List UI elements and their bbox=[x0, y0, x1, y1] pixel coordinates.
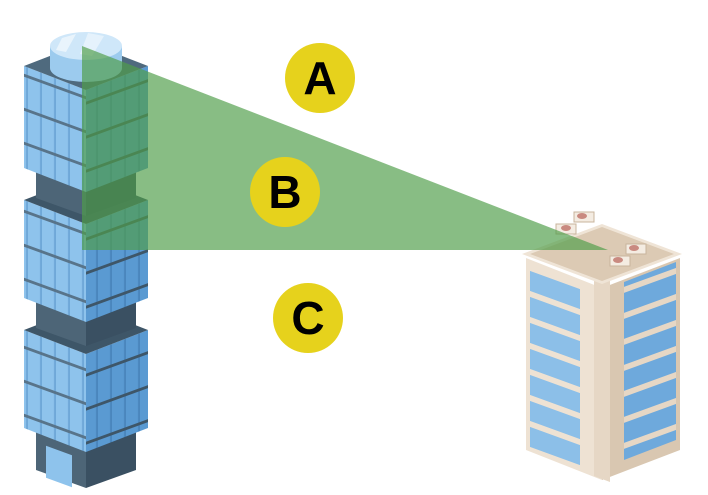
right-building-roof-vents bbox=[555, 211, 647, 267]
label-a-text: A bbox=[303, 52, 336, 104]
label-badge-b: B bbox=[250, 157, 320, 227]
label-badge-a-circle bbox=[285, 43, 355, 113]
label-badge-c-circle bbox=[273, 283, 343, 353]
line-of-sight-triangle bbox=[82, 46, 608, 250]
left-tower-upper-core-left bbox=[36, 168, 86, 216]
left-tower-lower-block-left bbox=[24, 330, 86, 452]
left-tower-middle-block-left bbox=[24, 200, 86, 322]
label-badge-b-circle bbox=[250, 157, 320, 227]
right-building-right-windows bbox=[624, 262, 676, 460]
left-tower-entrance bbox=[46, 445, 72, 488]
left-tower-lower-block-right bbox=[86, 330, 148, 452]
right-building bbox=[522, 211, 682, 482]
label-badge-c: C bbox=[273, 283, 343, 353]
label-badge-a: A bbox=[285, 43, 355, 113]
label-b-text: B bbox=[268, 166, 301, 218]
right-building-pillar bbox=[594, 272, 610, 482]
label-c-text: C bbox=[291, 292, 324, 344]
left-tower-top-block-left bbox=[24, 66, 86, 192]
left-tower-lower-core-left bbox=[36, 298, 86, 346]
left-tower-lower-core-right bbox=[86, 298, 136, 346]
right-building-left-windows bbox=[530, 266, 580, 468]
